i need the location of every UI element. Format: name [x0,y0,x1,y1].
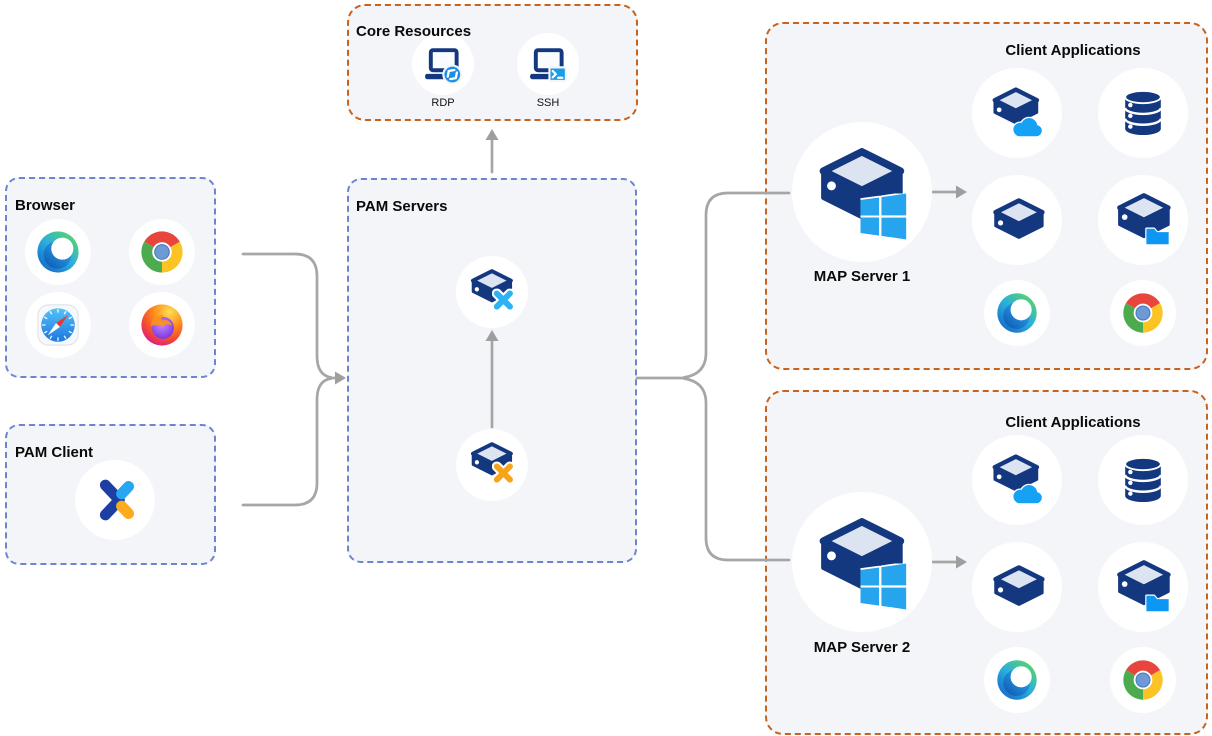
map-server-2-node [792,492,932,632]
laptop-rdp-icon [420,43,466,86]
server-folder-icon [1112,189,1174,251]
app1-server-node [972,175,1062,265]
app2-server-folder-node [1098,542,1188,632]
app1-edge-node [984,280,1050,346]
app1-server-folder-node [1098,175,1188,265]
rdp-label: RDP [431,97,455,109]
map-server-1-label: MAP Server 1 [813,268,911,285]
browser-firefox-node [129,292,195,358]
app2-edge-node [984,647,1050,713]
edge-icon [995,291,1039,335]
map-server-1-node [792,122,932,262]
server-cloud-icon [986,82,1048,144]
ssh-node [517,33,579,95]
app1-server-cloud-node [972,68,1062,158]
browser-edge-node [25,219,91,285]
core-resources-box [347,4,638,121]
chrome-icon [1121,291,1165,335]
core-resources-title: Core Resources [356,23,472,40]
app2-server-node [972,542,1062,632]
browser-title: Browser [15,197,76,214]
edge-icon [995,658,1039,702]
windows-map-server-icon [813,143,911,241]
ssh-label: SSH [536,97,560,109]
laptop-ssh-icon [525,43,571,86]
pam-client-node [75,460,155,540]
pam-server-orange-node [456,429,528,501]
rdp-node [412,33,474,95]
chrome-icon [1121,658,1165,702]
server-x-blue-icon [465,265,519,319]
browser-chrome-node [129,219,195,285]
chrome-icon [139,229,185,275]
client-applications-2-title: Client Applications [1005,414,1141,431]
safari-icon [35,302,81,348]
browser-safari-node [25,292,91,358]
app2-chrome-node [1110,647,1176,713]
server-icon [986,189,1048,251]
pam-servers-title: PAM Servers [356,198,448,215]
server-icon [986,556,1048,618]
map-server-2-label: MAP Server 2 [813,639,911,656]
windows-map-server-icon [813,513,911,611]
server-cloud-icon [986,449,1048,511]
database-icon [1113,83,1173,143]
firefox-icon [139,302,185,348]
pam-client-title: PAM Client [15,444,94,461]
server-x-orange-icon [465,438,519,492]
pam-x-logo-icon [87,472,143,528]
server-folder-icon [1112,556,1174,618]
edge-icon [35,229,81,275]
pam-server-blue-node [456,256,528,328]
app1-chrome-node [1110,280,1176,346]
client-applications-1-title: Client Applications [1005,42,1141,59]
app2-server-cloud-node [972,435,1062,525]
app1-database-node [1098,68,1188,158]
app2-database-node [1098,435,1188,525]
database-icon [1113,450,1173,510]
